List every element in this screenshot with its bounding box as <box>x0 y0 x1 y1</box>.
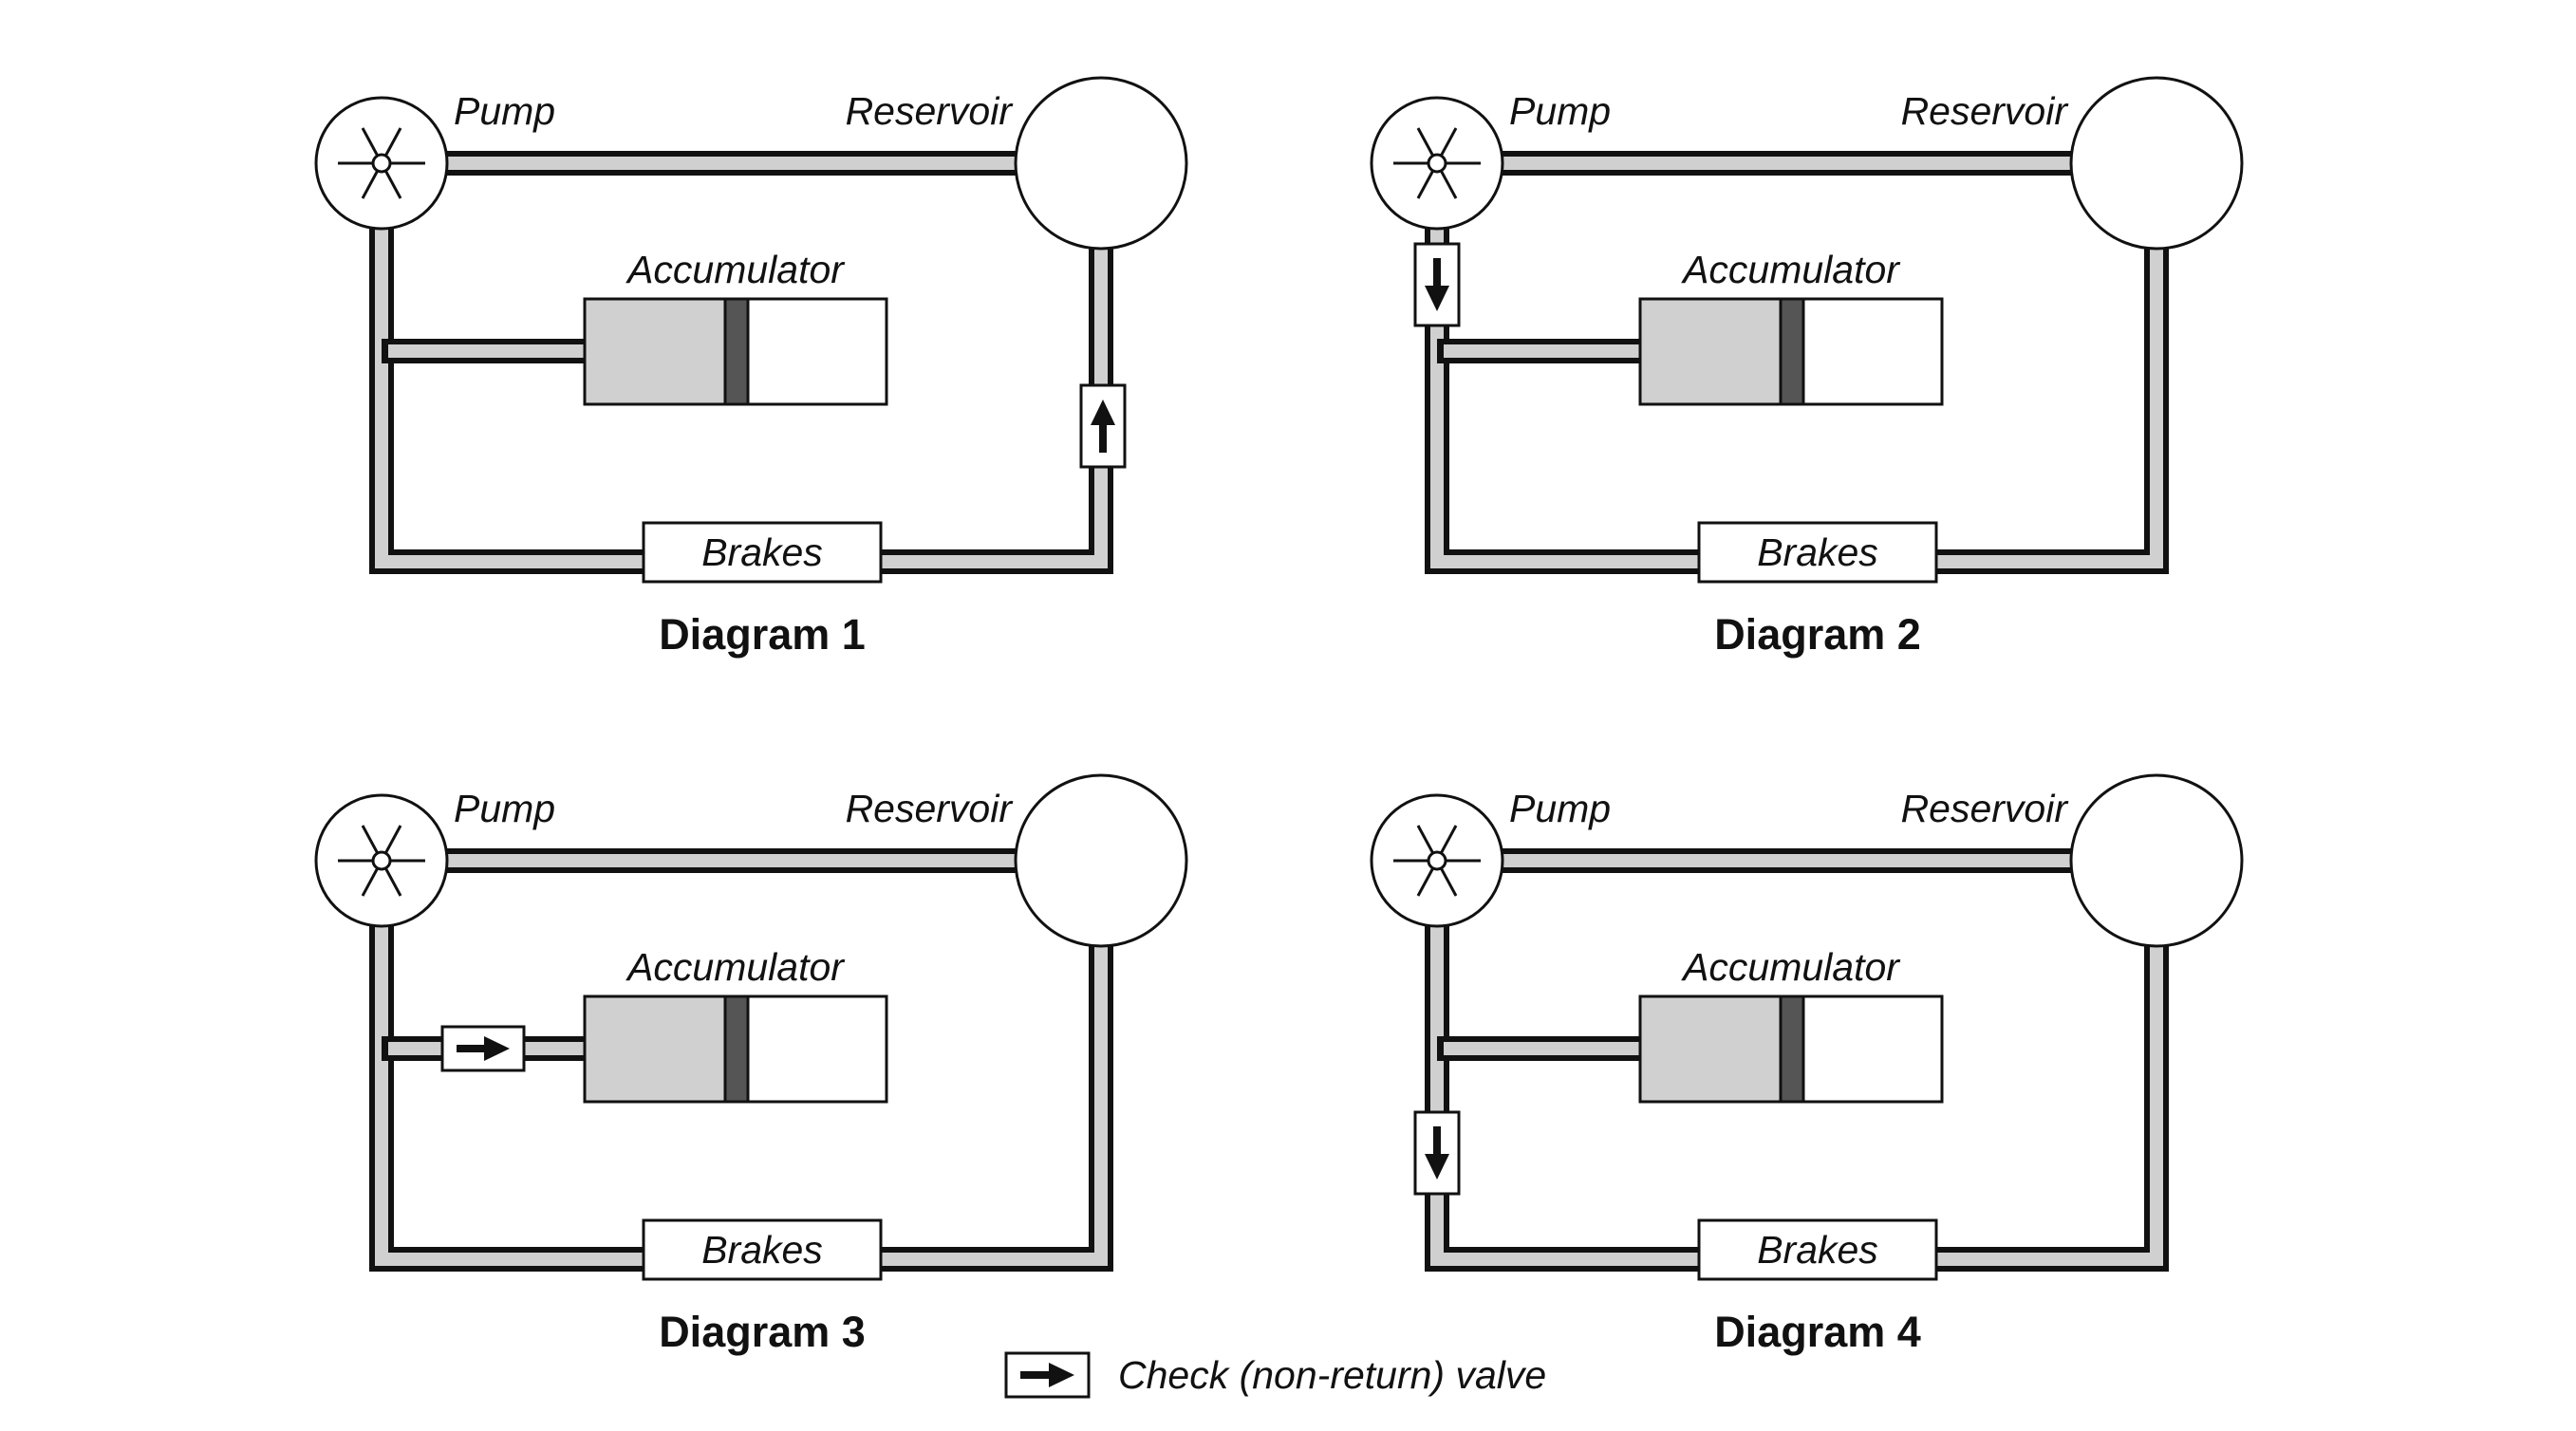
pump-label: Pump <box>454 787 555 830</box>
diagram-3: Brakes Pump Reservoir Accumulator Diagra… <box>314 773 1188 1356</box>
pump-label: Pump <box>1509 89 1611 133</box>
arrow-down-icon <box>1425 1126 1449 1180</box>
brakes: Brakes <box>1697 1218 1938 1281</box>
accumulator <box>1638 297 1944 406</box>
pump-impeller-icon <box>338 127 425 199</box>
accumulator <box>583 297 888 406</box>
arrow-down-icon <box>1425 258 1449 311</box>
pump-impeller-icon <box>1393 127 1481 199</box>
arrow-right-icon <box>1020 1363 1074 1387</box>
diagram-4: Brakes Pump Reservoir Accumulator Diagra… <box>1370 773 2244 1356</box>
pump <box>314 96 449 231</box>
diagram-title: Diagram 4 <box>1714 1308 1921 1356</box>
diagram-title: Diagram 3 <box>659 1308 866 1356</box>
pump <box>1370 96 1504 231</box>
check-valve <box>440 1025 526 1072</box>
accumulator <box>583 994 888 1104</box>
accumulator-label: Accumulator <box>625 945 846 989</box>
brakes-label: Brakes <box>1757 530 1878 574</box>
check-valve <box>1079 383 1127 469</box>
arrow-up-icon <box>1091 400 1115 453</box>
pump-label: Pump <box>1509 787 1611 830</box>
brakes-label: Brakes <box>701 530 823 574</box>
reservoir <box>1014 773 1188 948</box>
brakes-label: Brakes <box>1757 1228 1878 1272</box>
arrow-right-icon <box>457 1036 510 1061</box>
accumulator-label: Accumulator <box>625 248 846 291</box>
check-valve <box>1413 1110 1461 1196</box>
pump-label: Pump <box>454 89 555 133</box>
reservoir-label: Reservoir <box>846 787 1015 830</box>
reservoir-label: Reservoir <box>1901 787 2070 830</box>
check-valve <box>1413 242 1461 327</box>
reservoir <box>1014 76 1188 251</box>
accumulator-label: Accumulator <box>1680 945 1901 989</box>
pump <box>314 793 449 928</box>
accumulator-label: Accumulator <box>1680 248 1901 291</box>
pump-impeller-icon <box>1393 825 1481 897</box>
diagram-2: Brakes Pump Reservoir Accumulator Diagra… <box>1370 76 2244 659</box>
pump-impeller-icon <box>338 825 425 897</box>
brakes: Brakes <box>1697 521 1938 584</box>
legend-text: Check (non-return) valve <box>1118 1353 1546 1397</box>
reservoir-label: Reservoir <box>1901 89 2070 133</box>
brakes-label: Brakes <box>701 1228 823 1272</box>
diagram-1: Brakes Pump Reservoir Accumulator Diagra… <box>314 76 1188 659</box>
pump <box>1370 793 1504 928</box>
brakes: Brakes <box>642 1218 883 1281</box>
diagram-title: Diagram 1 <box>659 610 866 659</box>
reservoir-label: Reservoir <box>846 89 1015 133</box>
accumulator <box>1638 994 1944 1104</box>
reservoir <box>2069 773 2244 948</box>
brakes: Brakes <box>642 521 883 584</box>
reservoir <box>2069 76 2244 251</box>
legend-check-valve <box>1004 1351 1091 1399</box>
legend: Check (non-return) valve <box>1004 1351 1546 1399</box>
diagram-title: Diagram 2 <box>1714 610 1921 659</box>
